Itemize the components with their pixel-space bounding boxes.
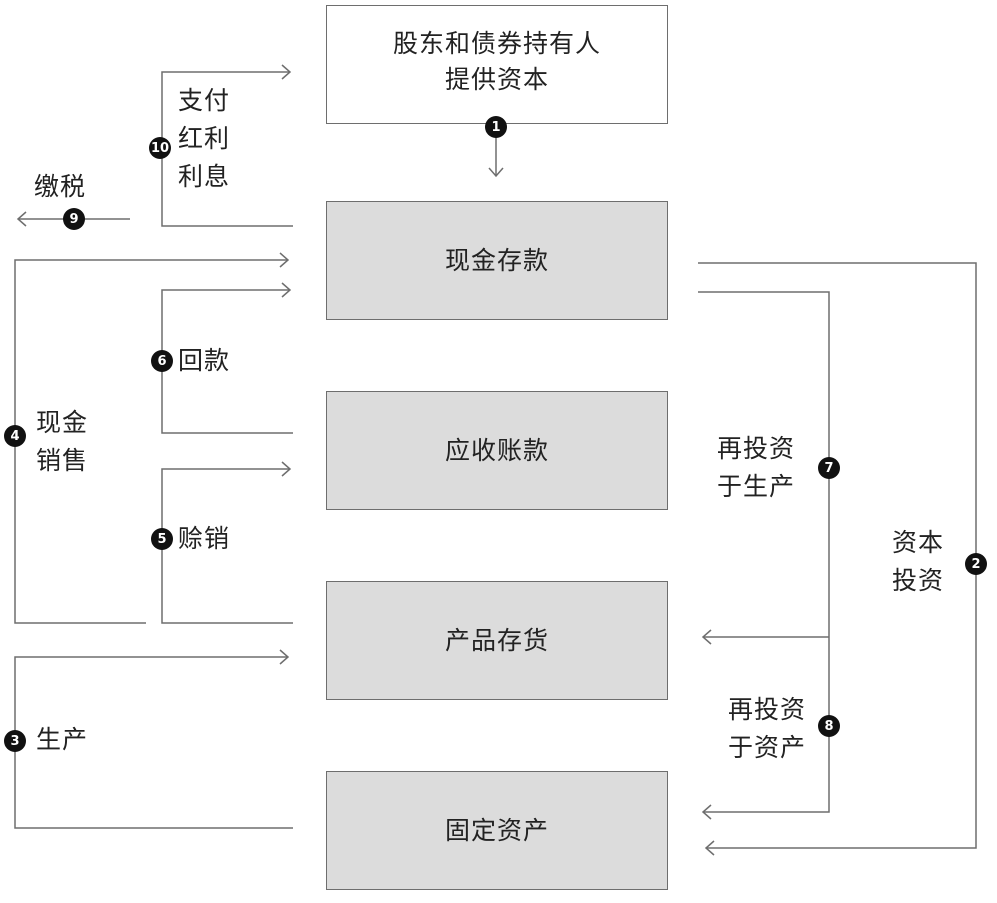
credit-sales-label: 赊销	[178, 524, 231, 553]
step-2-badge: 2	[965, 553, 987, 575]
inventory-box: 产品存货	[326, 581, 668, 700]
fixed-assets-text: 固定资产	[444, 815, 549, 845]
step-7-badge: 7	[818, 457, 840, 479]
flow-9-arrowhead	[16, 211, 27, 227]
cash-box: 现金存款	[326, 201, 668, 320]
reinvest-assets-label: 再投资 于资产	[728, 695, 807, 762]
flow-6-arrowhead	[281, 282, 292, 298]
flow-2-arrowhead	[704, 840, 715, 856]
inventory-text: 产品存货	[444, 625, 549, 655]
flow-1-arrowhead	[488, 167, 504, 178]
receivables-box: 应收账款	[326, 391, 668, 510]
step-3-badge: 3	[4, 730, 26, 752]
flow-7-8-line	[698, 291, 830, 813]
capital-source-box: 股东和债券持有人 提供资本	[326, 5, 668, 124]
flow-7-arrowhead	[701, 629, 712, 645]
cash-sales-label: 现金 销售	[36, 408, 89, 475]
flow-4-arrowhead	[279, 252, 290, 268]
reinvest-production-label: 再投资 于生产	[717, 434, 796, 501]
receivables-text: 应收账款	[444, 435, 549, 465]
step-5-badge: 5	[151, 528, 173, 550]
step-1-badge: 1	[485, 116, 507, 138]
cash-text: 现金存款	[444, 245, 549, 275]
capital-source-text: 股东和债券持有人 提供资本	[392, 28, 601, 94]
step-10-badge: 10	[149, 137, 171, 159]
step-9-badge: 9	[63, 208, 85, 230]
step-6-badge: 6	[151, 350, 173, 372]
flow-5-arrowhead	[281, 461, 292, 477]
collection-label: 回款	[178, 346, 231, 375]
fixed-assets-box: 固定资产	[326, 771, 668, 890]
pay-label: 支付 红利 利息	[178, 86, 231, 191]
flow-8-arrowhead	[701, 804, 712, 820]
flow-3-arrowhead	[279, 649, 290, 665]
production-label: 生产	[36, 725, 89, 754]
capital-investment-label: 资本 投资	[892, 528, 945, 595]
tax-label: 缴税	[34, 172, 87, 201]
step-8-badge: 8	[818, 715, 840, 737]
flow-10-arrowhead	[281, 64, 292, 80]
step-4-badge: 4	[4, 425, 26, 447]
